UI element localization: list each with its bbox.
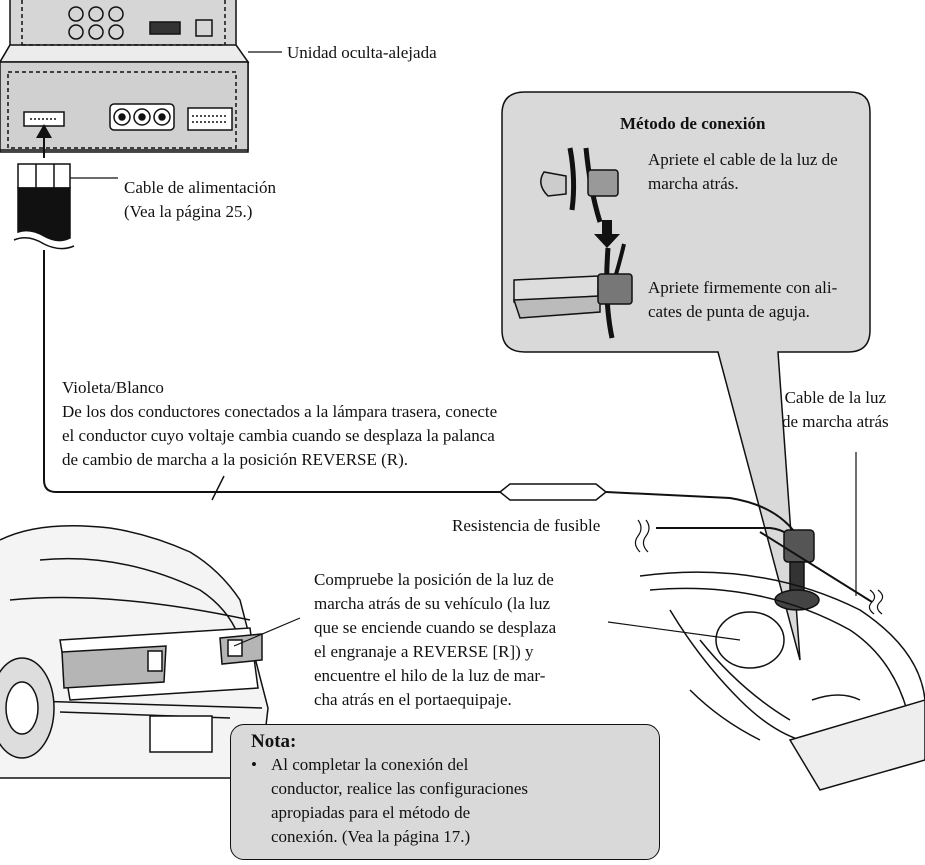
down-arrow-icon xyxy=(594,220,620,248)
callout-step1-line: marcha atrás. xyxy=(648,174,739,193)
fuse-resistor-label: Resistencia de fusible xyxy=(452,516,601,535)
check-position-line: marcha atrás de su vehículo (la luz xyxy=(314,594,551,613)
wire-instruction-line: de cambio de marcha a la posición REVERS… xyxy=(62,450,409,469)
hidden-unit-label: Unidad oculta-alejada xyxy=(287,43,437,62)
power-cable-plug xyxy=(13,163,75,250)
check-position-line: cha atrás en el portaequipaje. xyxy=(314,690,512,709)
check-position-line: Compruebe la posición de la luz de xyxy=(314,570,554,589)
fuse-resistor-shape xyxy=(498,483,608,501)
note-title: Nota: xyxy=(251,731,297,752)
violet-white-wire xyxy=(43,250,500,493)
callout-title: Método de conexión xyxy=(620,114,766,133)
callout-step1-line: Apriete el cable de la luz de xyxy=(648,150,838,169)
wire-description: Violeta/Blanco De los dos conductores co… xyxy=(62,376,497,472)
step2-pliers-drawing xyxy=(512,243,633,339)
open-trunk-drawing xyxy=(639,571,925,791)
note-text: Al completar la conexión del conductor, … xyxy=(271,753,528,849)
wire-tap-connector xyxy=(774,529,820,611)
power-cable-page-ref: (Vea la página 25.) xyxy=(124,202,253,221)
check-position-text: Compruebe la posición de la luz de march… xyxy=(314,568,556,712)
car-rear-drawing xyxy=(0,524,269,779)
callout-step2-line: Apriete firmemente con ali- xyxy=(648,278,838,297)
callout-step2-line: cates de punta de aguja. xyxy=(648,302,810,321)
note-line: Al completar la conexión del xyxy=(271,755,469,774)
bullet-icon: • xyxy=(251,755,257,774)
wire-color-label: Violeta/Blanco xyxy=(62,378,164,397)
reverse-light-cable-line: Cable de la luz xyxy=(784,388,887,407)
reverse-light-cable-label: Cable de la luz de marcha atrás xyxy=(782,386,889,434)
check-position-line: el engranaje a REVERSE [R]) y xyxy=(314,642,534,661)
step1-clamp-drawing xyxy=(540,147,619,223)
reverse-light-cable-line: de marcha atrás xyxy=(782,412,889,431)
power-cable-label-line: Cable de alimentación xyxy=(124,178,276,197)
note-line: conductor, realice las configuraciones xyxy=(271,779,529,798)
power-cable-label: Cable de alimentación (Vea la página 25.… xyxy=(124,176,276,224)
note-box: Nota: • Al completar la conexión del con… xyxy=(230,724,660,860)
wire-instruction-line: el conductor cuyo voltaje cambia cuando … xyxy=(62,426,495,445)
wire-instruction-line: De los dos conductores conectados a la l… xyxy=(62,402,498,421)
check-position-line: que se enciende cuando se desplaza xyxy=(314,618,557,637)
note-line: apropiadas para el método de xyxy=(271,803,471,822)
note-bullet-item: • Al completar la conexión del conductor… xyxy=(251,753,645,849)
note-line: conexión. (Vea la página 17.) xyxy=(271,827,471,846)
up-arrow-icon xyxy=(36,124,52,158)
callout-step1-text: Apriete el cable de la luz de marcha atr… xyxy=(648,148,838,196)
hidden-unit-drawing xyxy=(0,0,250,153)
callout-step2-text: Apriete firmemente con ali- cates de pun… xyxy=(648,276,837,324)
check-position-line: encuentre el hilo de la luz de mar- xyxy=(314,666,546,685)
